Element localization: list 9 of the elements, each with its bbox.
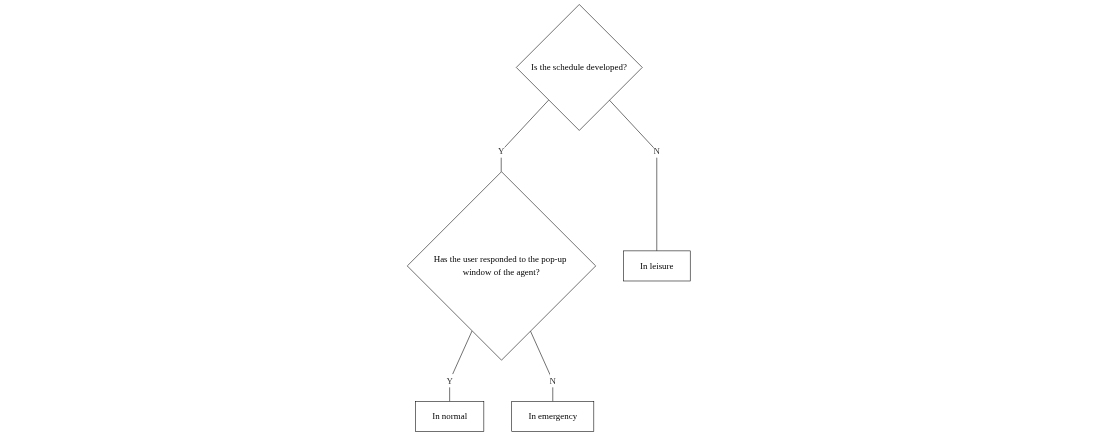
edge-label: N: [549, 375, 556, 386]
node-diamond: Is the schedule developed?: [515, 4, 643, 131]
edge-label: N: [653, 146, 660, 156]
edge-label: Y: [497, 146, 505, 156]
node-diamond: Has the user responded to the pop-up window of the agent?: [406, 171, 596, 361]
node-box: In leisure: [622, 250, 691, 282]
node-box: In normal: [414, 401, 484, 432]
edge-label: Y: [446, 375, 453, 386]
node-box: In emergency: [511, 401, 594, 432]
